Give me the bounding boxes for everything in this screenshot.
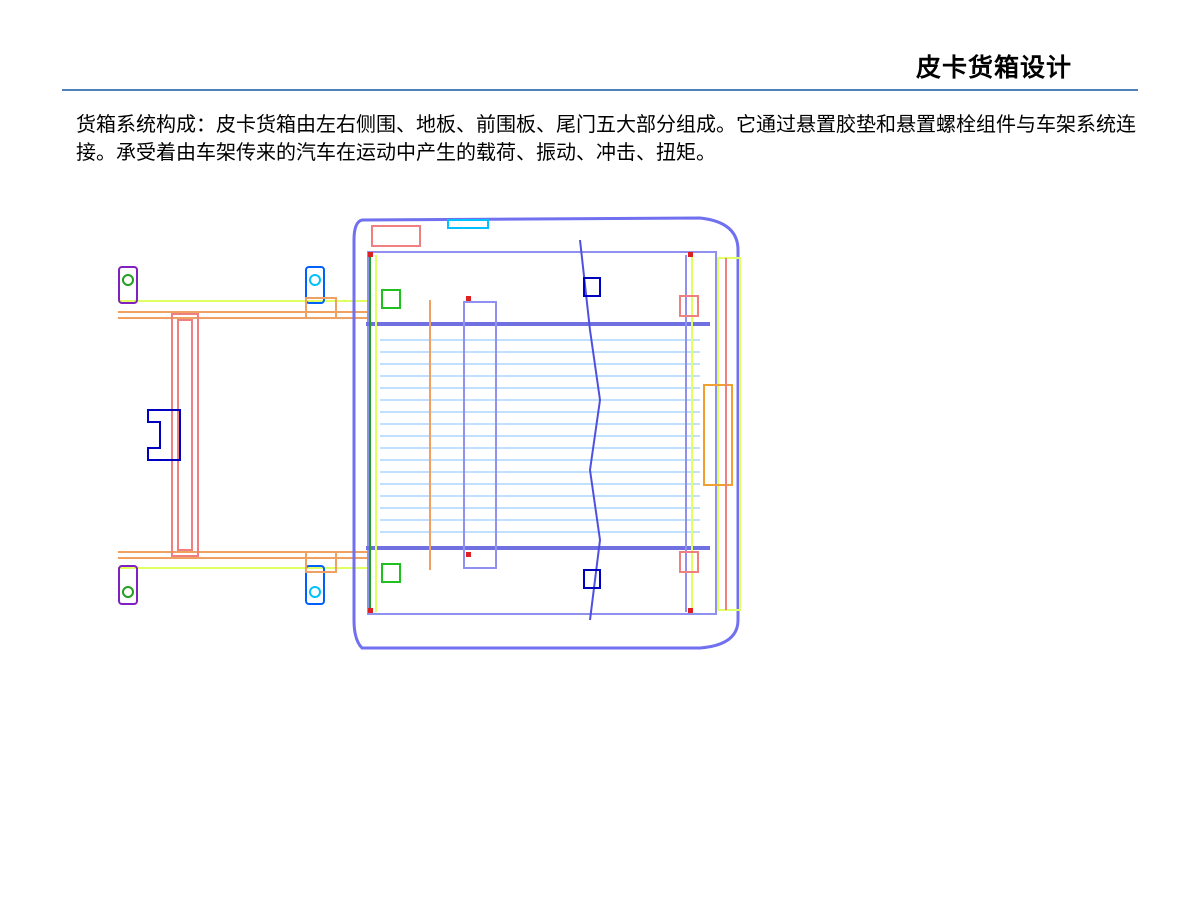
frame-rails: [118, 300, 370, 569]
floor-cross-sills: [366, 322, 710, 550]
description-paragraph: 货箱系统构成：皮卡货箱由左右侧围、地板、前围板、尾门五大部分组成。它通过悬置胶垫…: [76, 112, 1136, 164]
cargo-box-outline: [352, 216, 740, 650]
title-divider: [62, 89, 1138, 91]
tailgate: [703, 257, 741, 611]
page-title: 皮卡货箱设计: [915, 53, 1072, 82]
frame-mounts: [118, 266, 337, 605]
cargo-box-floor: [367, 251, 717, 615]
floor-ribs: [380, 339, 700, 533]
frame-cross-member: [171, 313, 199, 557]
floor-longitudinals: [369, 239, 693, 621]
front-panel-details: [371, 219, 699, 589]
cargo-box-cad-drawing: [118, 216, 741, 650]
fastener-marks: [368, 252, 693, 613]
